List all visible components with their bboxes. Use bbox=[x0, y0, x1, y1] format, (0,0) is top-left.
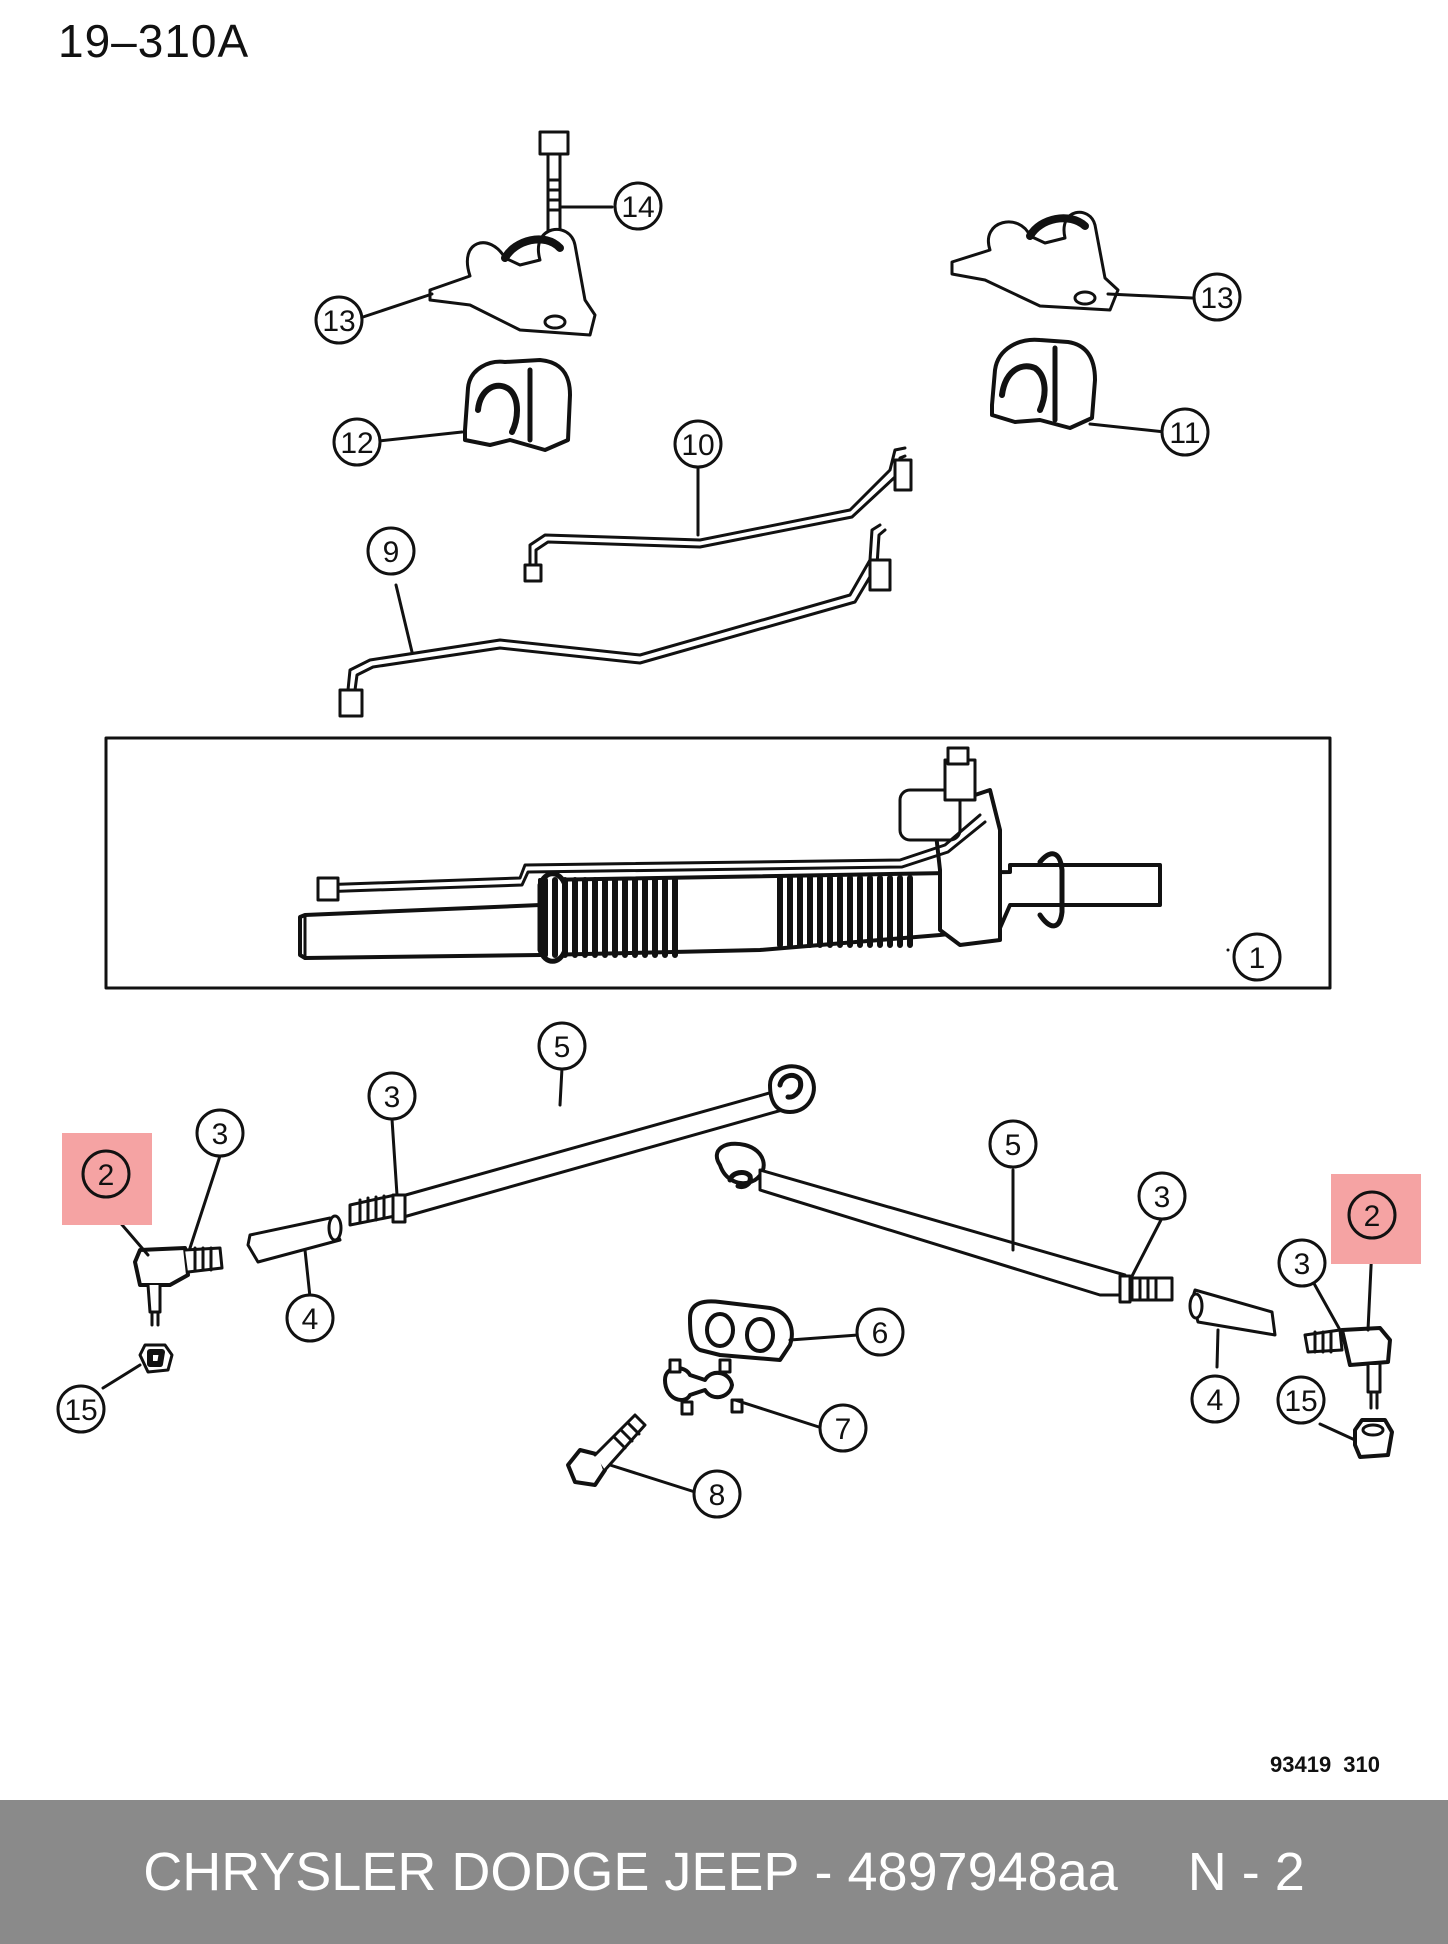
callouts: 1 2 2 3 3 3 3 4 4 5 5 6 7 8 9 10 11 12 1… bbox=[56, 181, 1397, 1519]
svg-text:3: 3 bbox=[384, 1081, 401, 1114]
svg-text:15: 15 bbox=[64, 1394, 97, 1427]
highlight-boxes bbox=[62, 1133, 1421, 1264]
leader-lines bbox=[101, 205, 1374, 1494]
bushing-bracket-left bbox=[428, 228, 597, 337]
callout-7[interactable]: 7 bbox=[818, 1403, 868, 1453]
adjusting-sleeve-right bbox=[1188, 1288, 1277, 1337]
footer-bar: CHRYSLER DODGE JEEP - 4897948aa N - 2 bbox=[0, 1800, 1448, 1944]
svg-text:14: 14 bbox=[621, 191, 654, 224]
svg-text:12: 12 bbox=[340, 427, 373, 460]
svg-text:2: 2 bbox=[1364, 1200, 1381, 1233]
callout-13-left[interactable]: 13 bbox=[314, 295, 364, 345]
callout-2-right[interactable]: 2 bbox=[1347, 1190, 1397, 1240]
svg-text:7: 7 bbox=[835, 1413, 852, 1446]
tie-rod-left bbox=[348, 1064, 816, 1227]
footer-page-label: N - 2 bbox=[1187, 1842, 1305, 1902]
diagram-title: 19–310A bbox=[58, 15, 250, 67]
svg-text:9: 9 bbox=[383, 536, 400, 569]
callout-14[interactable]: 14 bbox=[613, 181, 663, 231]
callout-3-a[interactable]: 3 bbox=[195, 1108, 245, 1158]
lock-plate bbox=[688, 1299, 794, 1362]
callout-2-left[interactable]: 2 bbox=[81, 1149, 131, 1199]
highlight-box-right bbox=[1331, 1174, 1421, 1264]
callout-15-right[interactable]: 15 bbox=[1276, 1375, 1326, 1425]
hydraulic-tube-upper bbox=[523, 446, 913, 583]
svg-text:4: 4 bbox=[1207, 1384, 1224, 1417]
svg-text:4: 4 bbox=[302, 1303, 319, 1336]
callout-4-a[interactable]: 4 bbox=[285, 1293, 335, 1343]
tie-rod-end-right bbox=[1303, 1326, 1392, 1410]
callout-4-b[interactable]: 4 bbox=[1190, 1374, 1240, 1424]
bushing-left bbox=[463, 358, 572, 452]
highlight-box-left bbox=[62, 1133, 152, 1225]
footer-brand: CHRYSLER DODGE JEEP bbox=[143, 1842, 800, 1902]
svg-text:5: 5 bbox=[1005, 1129, 1022, 1162]
callout-9[interactable]: 9 bbox=[366, 526, 416, 576]
svg-text:15: 15 bbox=[1284, 1385, 1317, 1418]
callout-13-right[interactable]: 13 bbox=[1192, 272, 1242, 322]
footer-part-number: 4897948aa bbox=[847, 1842, 1118, 1902]
svg-text:3: 3 bbox=[1294, 1248, 1311, 1281]
svg-text:1: 1 bbox=[1249, 942, 1266, 975]
svg-text:11: 11 bbox=[1169, 417, 1200, 450]
callout-5-a[interactable]: 5 bbox=[537, 1021, 587, 1071]
callout-12[interactable]: 12 bbox=[332, 417, 382, 467]
callout-8[interactable]: 8 bbox=[692, 1469, 742, 1519]
steering-gear-assembly bbox=[298, 746, 1162, 964]
adjusting-sleeve-left bbox=[246, 1214, 343, 1264]
footer-separator: - bbox=[814, 1842, 833, 1902]
hydraulic-tube-lower bbox=[338, 523, 892, 718]
callout-3-c[interactable]: 3 bbox=[1137, 1171, 1187, 1221]
callout-10[interactable]: 10 bbox=[673, 419, 723, 469]
callout-6[interactable]: 6 bbox=[855, 1307, 905, 1357]
callout-5-b[interactable]: 5 bbox=[988, 1119, 1038, 1169]
clamp-bolt bbox=[566, 1413, 647, 1487]
svg-text:6: 6 bbox=[872, 1317, 889, 1350]
svg-text:2: 2 bbox=[98, 1159, 115, 1192]
callout-3-d[interactable]: 3 bbox=[1277, 1238, 1327, 1288]
tie-rod-end-left bbox=[133, 1246, 224, 1327]
svg-text:13: 13 bbox=[322, 305, 355, 338]
parts-drawing: 1 2 2 3 3 3 3 4 4 5 5 6 7 8 9 10 11 12 1… bbox=[56, 130, 1421, 1519]
svg-text:10: 10 bbox=[681, 429, 714, 462]
nut-left bbox=[138, 1343, 174, 1374]
nut-right bbox=[1353, 1418, 1394, 1459]
svg-text:13: 13 bbox=[1200, 282, 1233, 315]
svg-text:3: 3 bbox=[1154, 1181, 1171, 1214]
callout-15-left[interactable]: 15 bbox=[56, 1384, 106, 1434]
bushing-bracket-right bbox=[950, 210, 1120, 312]
svg-text:5: 5 bbox=[554, 1031, 571, 1064]
tie-rod-right bbox=[714, 1141, 1174, 1304]
bushing-right bbox=[990, 337, 1097, 430]
svg-text:3: 3 bbox=[212, 1118, 229, 1151]
callout-3-b[interactable]: 3 bbox=[367, 1071, 417, 1121]
callout-1[interactable]: 1 bbox=[1232, 932, 1282, 982]
callout-11[interactable]: 11 bbox=[1160, 407, 1210, 457]
lock-washer bbox=[663, 1358, 744, 1416]
svg-text:8: 8 bbox=[709, 1479, 726, 1512]
drawing-reference-number: 93419 310 bbox=[1270, 1752, 1380, 1777]
